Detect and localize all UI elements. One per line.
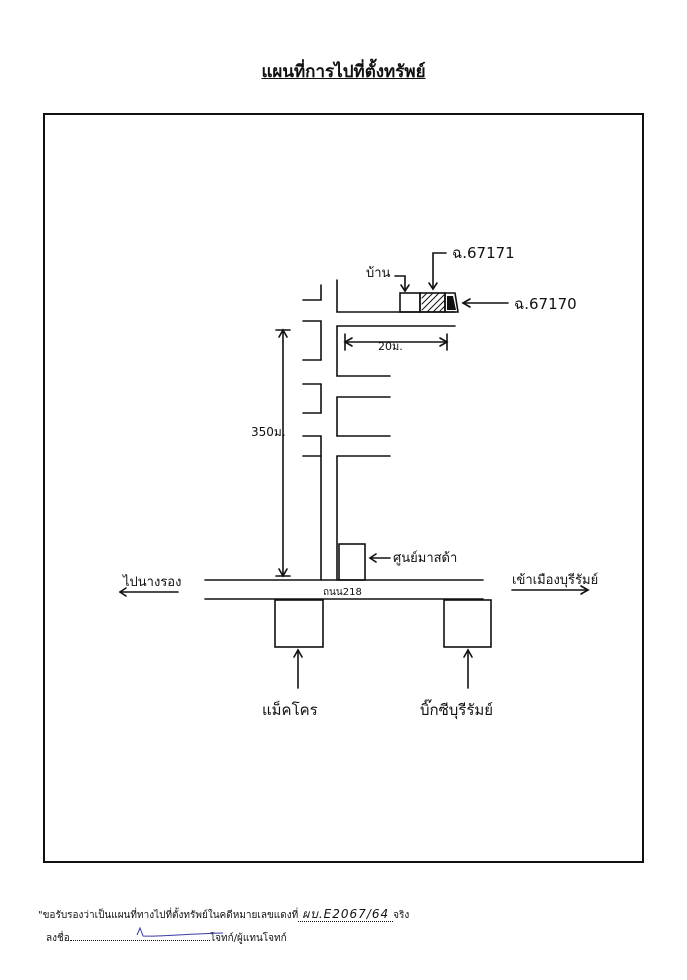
distance-350m-label: 350ม.: [251, 425, 286, 439]
signature-mark: [136, 926, 223, 937]
sign-suffix: โจทก์/ผู้แทนโจทก์: [209, 933, 287, 944]
parcel-67170-fill: [447, 296, 456, 310]
to-buriram-label: เข้าเมืองบุรีรัมย์: [512, 572, 598, 588]
to-nangrong-label: ไปนางรอง: [122, 574, 181, 590]
makro-box: [274, 599, 324, 648]
distance-20m-label: 20ม.: [378, 340, 403, 353]
right-lanes: [336, 311, 456, 457]
sign-prefix: ลงชื่อ: [46, 933, 70, 944]
dim-20-right-arrow: [439, 337, 449, 347]
parcel-67171-label: ฉ.67171: [452, 244, 515, 262]
map-title: แผนที่การไปที่ตั้งทรัพย์: [261, 62, 426, 82]
dim-20-left-arrow: [343, 337, 353, 347]
parcel-67171-pointer-arrow: [432, 252, 447, 290]
left-lanes: [302, 299, 322, 457]
signature-line: ลงชื่อ โจทก์/ผู้แทนโจทก์: [46, 926, 287, 946]
parcel-hatching: [421, 292, 446, 313]
dim-350-bottom-arrow: [278, 568, 288, 578]
certification-text: "ขอรับรองว่าเป็นแผนที่ทางไปที่ตั้งทรัพย์…: [38, 910, 299, 921]
house-label: บ้าน: [366, 266, 391, 281]
house-pointer-arrow: [394, 275, 406, 292]
road-218-label: ถนน218: [323, 587, 362, 598]
bigc-box: [443, 599, 492, 648]
bigc-label: บิ๊กซีบุรีรัมย์: [420, 699, 493, 720]
mazda-center-label: ศูนย์มาสด้า: [393, 550, 457, 566]
makro-label: แม็คโคร: [262, 700, 318, 719]
certification-end: จริง: [393, 910, 410, 921]
parcel-67170-label: ฉ.67170: [514, 295, 577, 313]
map-frame: [43, 113, 644, 863]
signature-field: [69, 926, 223, 941]
mazda-center-box: [338, 543, 366, 581]
house-plot: [399, 292, 421, 313]
dim-350-top-arrow: [278, 328, 288, 338]
certification-line: "ขอรับรองว่าเป็นแผนที่ทางไปที่ตั้งทรัพย์…: [38, 905, 409, 924]
case-number: ผบ.E2067/64: [298, 907, 394, 922]
